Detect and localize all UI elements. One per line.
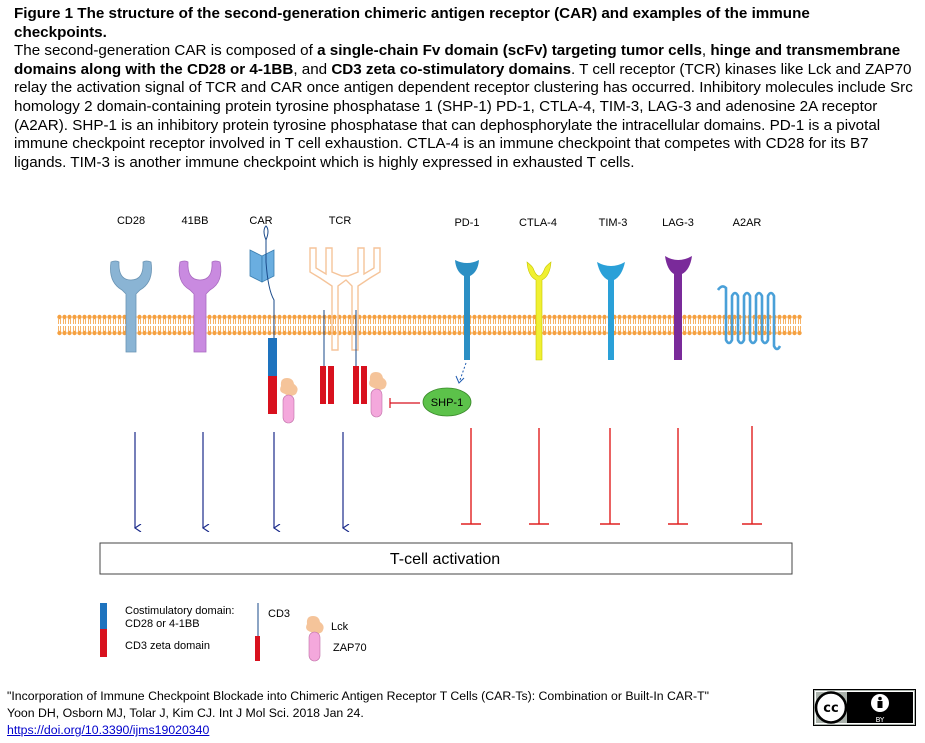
a2ar-label: A2AR: [733, 217, 762, 229]
citation-authors: Yoon DH, Osborn MJ, Tolar J, Kim CJ. Int…: [7, 706, 364, 720]
4-1bb-label: 41BB: [182, 215, 209, 227]
legend-cd3zeta-label: CD3 zeta domain: [125, 640, 210, 652]
tim3-label: TIM-3: [599, 217, 628, 229]
cd28-receptor: CD28: [110, 215, 152, 353]
caption-body: The second-generation CAR is composed of…: [14, 42, 913, 171]
tcr-cd3zeta-1: [320, 366, 326, 404]
lag3-receptor: LAG-3: [662, 217, 694, 360]
pd1-shp1-arrowhead: [455, 375, 465, 384]
inhibitory-lines: [461, 426, 762, 525]
lck-icon: [280, 378, 298, 396]
car-costim-domain: [268, 338, 277, 376]
t-cell-activation-label: T-cell activation: [390, 551, 500, 568]
ctla4-label: CTLA-4: [519, 217, 557, 229]
car-receptor-diagram: CD28 41BB CAR TCR SHP-1 PD-1: [57, 215, 802, 662]
legend: Costimulatory domain: CD28 or 4-1BB CD3 …: [100, 603, 367, 662]
shp1-label: SHP-1: [431, 397, 463, 409]
citation: "Incorporation of Immune Checkpoint Bloc…: [7, 688, 709, 739]
legend-lck-label: Lck: [331, 621, 349, 633]
car-receptor: CAR: [249, 215, 277, 414]
a2ar-helices: [716, 285, 782, 351]
legend-zap70-label: ZAP70: [333, 642, 367, 654]
legend-cd3-swatch: [255, 636, 260, 661]
citation-title: "Incorporation of Immune Checkpoint Bloc…: [7, 689, 709, 703]
ctla4-receptor: CTLA-4: [519, 217, 557, 361]
a2ar-receptor: A2AR: [716, 217, 782, 351]
scfv-light-chain: [261, 249, 275, 283]
pd1-shp1-arrow: [459, 362, 467, 381]
car-lck: [280, 378, 298, 396]
legend-zap70-icon: [308, 631, 321, 662]
legend-lck-icon: [306, 616, 324, 634]
cell-membrane: [57, 314, 802, 336]
pd1-receptor: PD-1: [454, 217, 480, 360]
tcr-zap70: [370, 388, 383, 418]
cd28-label: CD28: [117, 215, 145, 227]
doi-link[interactable]: https://doi.org/10.3390/ijms19020340: [7, 723, 210, 737]
car-zap70: [282, 394, 295, 424]
tcr-lck-icon: [369, 372, 387, 390]
legend-costim-swatch: [100, 603, 107, 629]
tcr-label: TCR: [329, 215, 352, 227]
car-label: CAR: [249, 215, 272, 227]
tim3-receptor: TIM-3: [597, 217, 627, 360]
scfv-heavy-chain: [249, 249, 263, 283]
legend-cd3-label: CD3: [268, 608, 290, 620]
cc-icon: [814, 691, 848, 724]
cc-text: cc: [823, 701, 838, 716]
car-cd3zeta-domain: [268, 376, 277, 414]
car-hinge: [263, 225, 275, 338]
lag3-label: LAG-3: [662, 217, 694, 229]
by-text: BY: [876, 716, 885, 724]
t-cell-activation-box: [99, 542, 793, 575]
legend-costim-line2: CD28 or 4-1BB: [125, 618, 200, 630]
figure-title: Figure 1 The structure of the second-gen…: [14, 5, 810, 41]
tcr-cd3zeta-4: [361, 366, 367, 404]
cc-by-license-badge[interactable]: cc BY: [813, 689, 916, 726]
pd1-label: PD-1: [454, 217, 479, 229]
tcr-cd3zeta-2: [328, 366, 334, 404]
tcr-cd3zeta-3: [353, 366, 359, 404]
tcr-receptor-outline: [309, 247, 381, 351]
legend-cd3zeta-swatch: [100, 629, 107, 657]
figure-caption: Figure 1 The structure of the second-gen…: [14, 5, 914, 172]
tcr-complex: TCR: [309, 215, 387, 418]
shp1-node: [422, 387, 472, 417]
legend-costim-line1: Costimulatory domain:: [125, 605, 234, 617]
4-1bb-receptor: 41BB: [178, 215, 222, 353]
